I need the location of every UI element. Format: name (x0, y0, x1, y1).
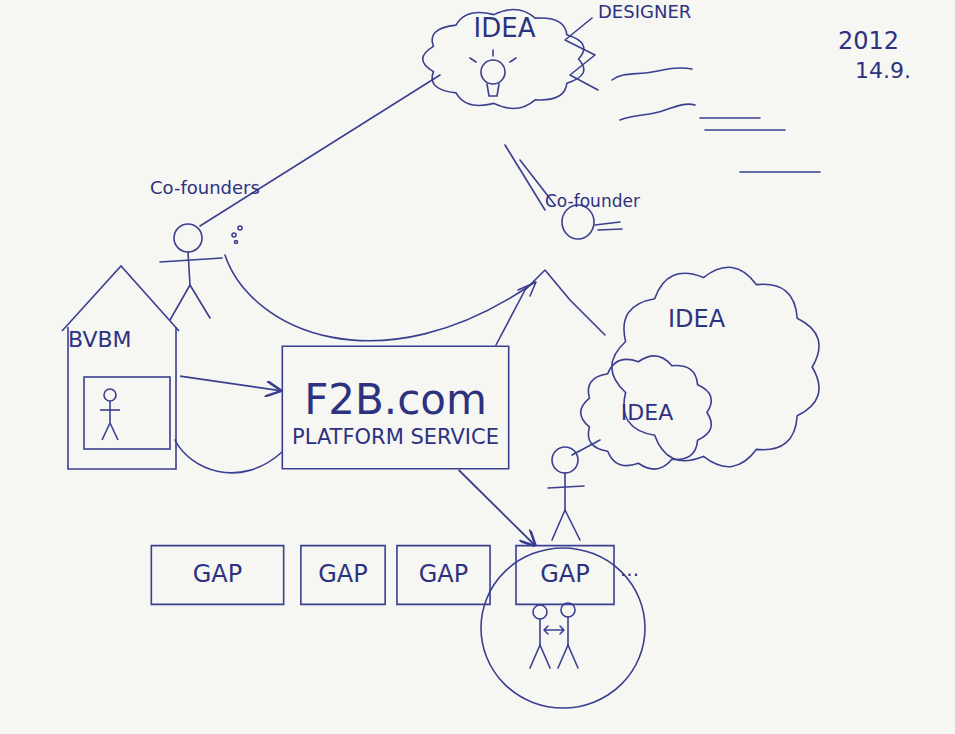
gap-box: GAP (300, 545, 386, 605)
gap-box: GAP (515, 545, 615, 605)
person-label: Co-founder (545, 192, 640, 212)
ellipsis-label: ... (620, 558, 639, 581)
idea-cloud: IDEA (412, 0, 597, 118)
arrow-connector (459, 470, 535, 545)
house-outline (62, 265, 180, 470)
node-title: IDEA (621, 400, 673, 425)
node-title: GAP (193, 561, 243, 589)
cloud-outline (598, 248, 836, 486)
node-title: IDEA (668, 306, 725, 334)
house-box: BVBM (62, 265, 180, 470)
idea-cloud: IDEA (598, 248, 836, 486)
node-title: GAP (419, 561, 469, 589)
node-title: BVBM (68, 327, 132, 352)
platform-box: F2B.comPLATFORM SERVICE (280, 345, 511, 470)
gap-box: GAP (396, 545, 491, 605)
node-title: F2B.com (304, 376, 487, 424)
node-title: GAP (318, 561, 368, 589)
gap-box: GAP (150, 545, 285, 605)
node-title: IDEA (474, 14, 536, 44)
role-label: DESIGNER (598, 2, 691, 23)
date-label: 2012 (838, 28, 899, 56)
node-title: GAP (540, 561, 590, 589)
node-subtitle: PLATFORM SERVICE (292, 425, 499, 449)
arrow-connector (180, 376, 280, 391)
person-label: Co-founders (150, 178, 260, 199)
date-label: 14.9. (855, 58, 911, 83)
idea-cloud: IDEA (572, 345, 722, 480)
